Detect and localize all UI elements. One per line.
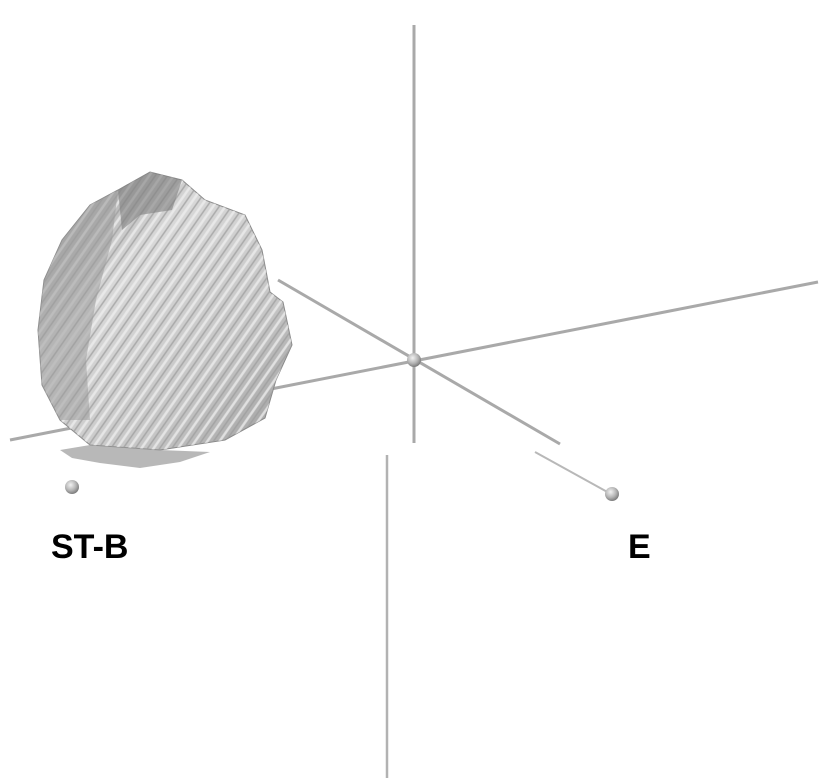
st-b-label: ST-B bbox=[51, 528, 129, 566]
e-label: E bbox=[628, 528, 651, 566]
anatomical-body bbox=[37, 171, 293, 468]
diagonal-axis-extension bbox=[534, 451, 612, 495]
e-marker bbox=[605, 487, 619, 501]
origin-marker bbox=[407, 353, 421, 367]
st-b-marker bbox=[65, 480, 79, 494]
